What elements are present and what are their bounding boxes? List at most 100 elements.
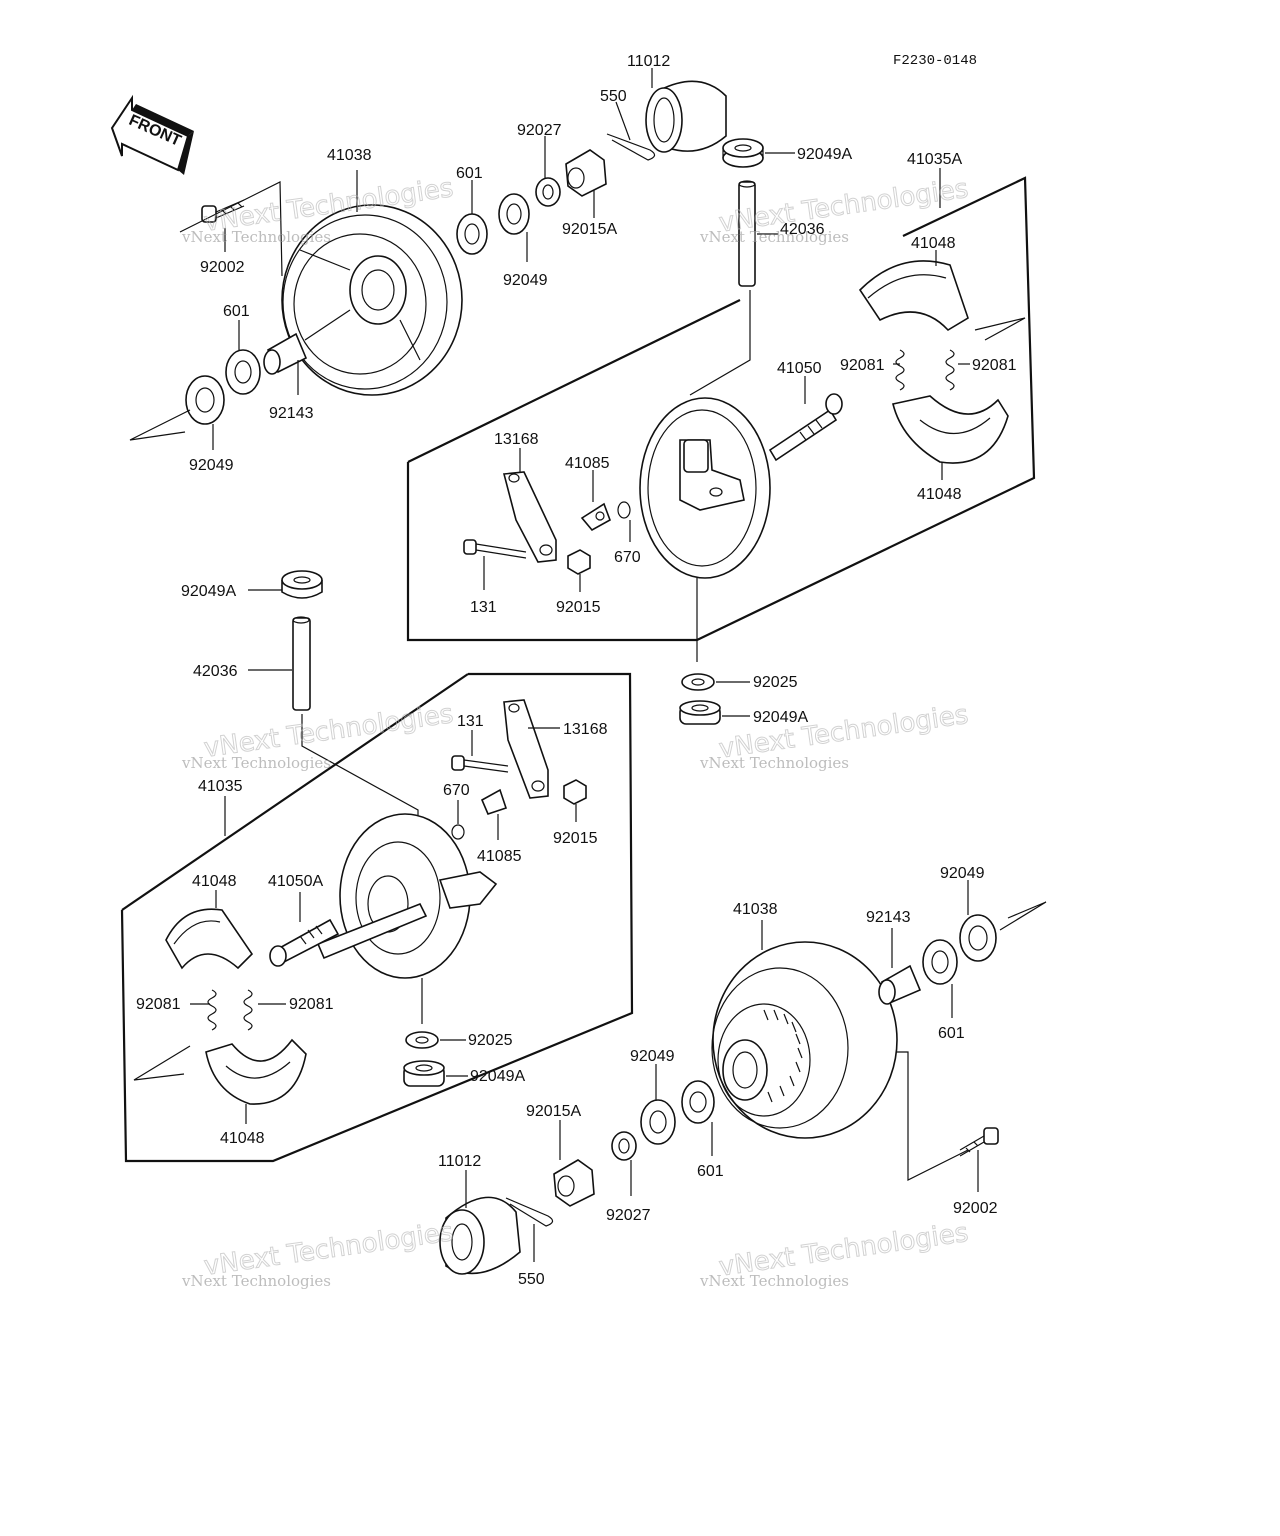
- label-92015A-low: 92015A: [526, 1103, 581, 1120]
- watermark-bottom-right: vNext Technologies vNext Technologies: [699, 1217, 971, 1290]
- label-550-top: 550: [600, 88, 627, 105]
- hub-cap-icon: [645, 80, 727, 153]
- spring-icon: [895, 349, 955, 391]
- brake-panel-icon: [339, 813, 498, 979]
- front-arrow-icon: FRONT: [110, 94, 194, 175]
- label-92025-low: 92025: [468, 1032, 513, 1049]
- castle-nut-icon: [553, 1159, 595, 1207]
- label-41085-top: 41085: [565, 455, 610, 472]
- label-92002-low: 92002: [953, 1200, 998, 1217]
- collar-icon: [405, 1031, 439, 1049]
- svg-text:vNext Technologies: vNext Technologies: [699, 1272, 849, 1290]
- bearing-icon: [456, 213, 488, 255]
- bearing-icon: [722, 138, 764, 168]
- label-670-top: 670: [614, 549, 641, 566]
- label-550-low: 550: [518, 1271, 545, 1288]
- bearing-icon: [922, 939, 958, 985]
- label-92025-mid: 92025: [753, 674, 798, 691]
- spring-icon: [207, 989, 253, 1031]
- label-92015-top: 92015: [556, 599, 601, 616]
- collar-icon: [611, 1131, 637, 1161]
- bolt-icon: [451, 755, 509, 773]
- label-92081-low-left: 92081: [136, 996, 181, 1013]
- bearing-icon: [185, 375, 225, 425]
- label-41048-low-upper: 41048: [192, 873, 237, 890]
- label-601-right: 601: [938, 1025, 965, 1042]
- diagram-code: F2230-0148: [893, 53, 977, 69]
- label-92049A-left: 92049A: [181, 583, 236, 600]
- watermark-bottom-left: vNext Technologies vNext Technologies: [181, 1217, 456, 1290]
- svg-text:vNext Technologies: vNext Technologies: [181, 1272, 331, 1290]
- label-92049-left: 92049: [189, 457, 234, 474]
- brake-shoe-icon: [205, 1038, 307, 1105]
- o-ring-icon: [451, 824, 465, 840]
- axle-shaft-icon: [269, 902, 428, 967]
- label-41050: 41050: [777, 360, 822, 377]
- collar-icon: [878, 964, 922, 1005]
- bearing-icon: [681, 1080, 715, 1124]
- collar-icon: [263, 332, 308, 375]
- brake-panel-icon: [639, 397, 771, 579]
- label-601-left: 601: [223, 303, 250, 320]
- label-92049A-low: 92049A: [470, 1068, 525, 1085]
- label-92049-low-mid: 92049: [630, 1048, 675, 1065]
- bolt-icon: [959, 1127, 999, 1157]
- label-92002-top: 92002: [200, 259, 245, 276]
- cotter-pin-icon: [505, 1197, 554, 1227]
- bearing-icon: [403, 1060, 445, 1087]
- collar-icon: [535, 177, 561, 207]
- label-42036-top: 42036: [780, 221, 825, 238]
- label-92049A-mid: 92049A: [753, 709, 808, 726]
- bearing-icon: [959, 914, 997, 962]
- label-41048-top-upper: 41048: [911, 235, 956, 252]
- brake-shoe-icon: [858, 260, 969, 332]
- bolt-icon: [463, 539, 527, 559]
- bearing-icon: [225, 349, 261, 395]
- o-ring-icon: [617, 501, 631, 519]
- castle-nut-icon: [567, 549, 591, 575]
- label-41050A: 41050A: [268, 873, 323, 890]
- label-41048-low-lower: 41048: [220, 1130, 265, 1147]
- axle-shaft-icon: [292, 616, 311, 711]
- collar-icon: [681, 673, 715, 691]
- label-92049-top-mid: 92049: [503, 272, 548, 289]
- label-131-low: 131: [457, 713, 484, 730]
- brake-shoe-icon: [165, 908, 254, 970]
- label-601-top: 601: [456, 165, 483, 182]
- label-13168-low: 13168: [563, 721, 608, 738]
- castle-nut-icon: [563, 779, 587, 805]
- label-92143-low: 92143: [866, 909, 911, 926]
- label-13168-top: 13168: [494, 431, 539, 448]
- svg-text:vNext Technologies: vNext Technologies: [699, 228, 849, 246]
- label-92143-top: 92143: [269, 405, 314, 422]
- label-42036-left: 42036: [193, 663, 238, 680]
- label-92081-low-right: 92081: [289, 996, 334, 1013]
- label-41038-low: 41038: [733, 901, 778, 918]
- label-92027-top: 92027: [517, 122, 562, 139]
- label-41085-low: 41085: [477, 848, 522, 865]
- label-11012-low: 11012: [438, 1153, 481, 1170]
- bearing-icon: [498, 193, 530, 235]
- label-92027-low: 92027: [606, 1207, 651, 1224]
- brake-shoe-icon: [892, 395, 1009, 464]
- bearing-icon: [679, 700, 721, 725]
- svg-text:vNext Technologies: vNext Technologies: [181, 754, 331, 772]
- bearing-icon: [281, 570, 323, 599]
- axle-shaft-icon: [738, 180, 756, 287]
- brake-drum-icon: [281, 204, 463, 396]
- label-670-low: 670: [443, 782, 470, 799]
- label-41038-top: 41038: [327, 147, 372, 164]
- label-92049-right: 92049: [940, 865, 985, 882]
- lever-icon: [502, 471, 557, 563]
- label-131-top: 131: [470, 599, 497, 616]
- axle-shaft-icon: [768, 393, 843, 462]
- watermark-mid-right: vNext Technologies vNext Technologies: [699, 699, 971, 772]
- label-41048-top-lower: 41048: [917, 486, 962, 503]
- castle-nut-icon: [565, 149, 607, 197]
- label-41035: 41035: [198, 778, 243, 795]
- brake-drum-icon: [711, 941, 898, 1139]
- svg-text:vNext Technologies: vNext Technologies: [181, 228, 331, 246]
- cotter-pin-icon: [606, 133, 656, 161]
